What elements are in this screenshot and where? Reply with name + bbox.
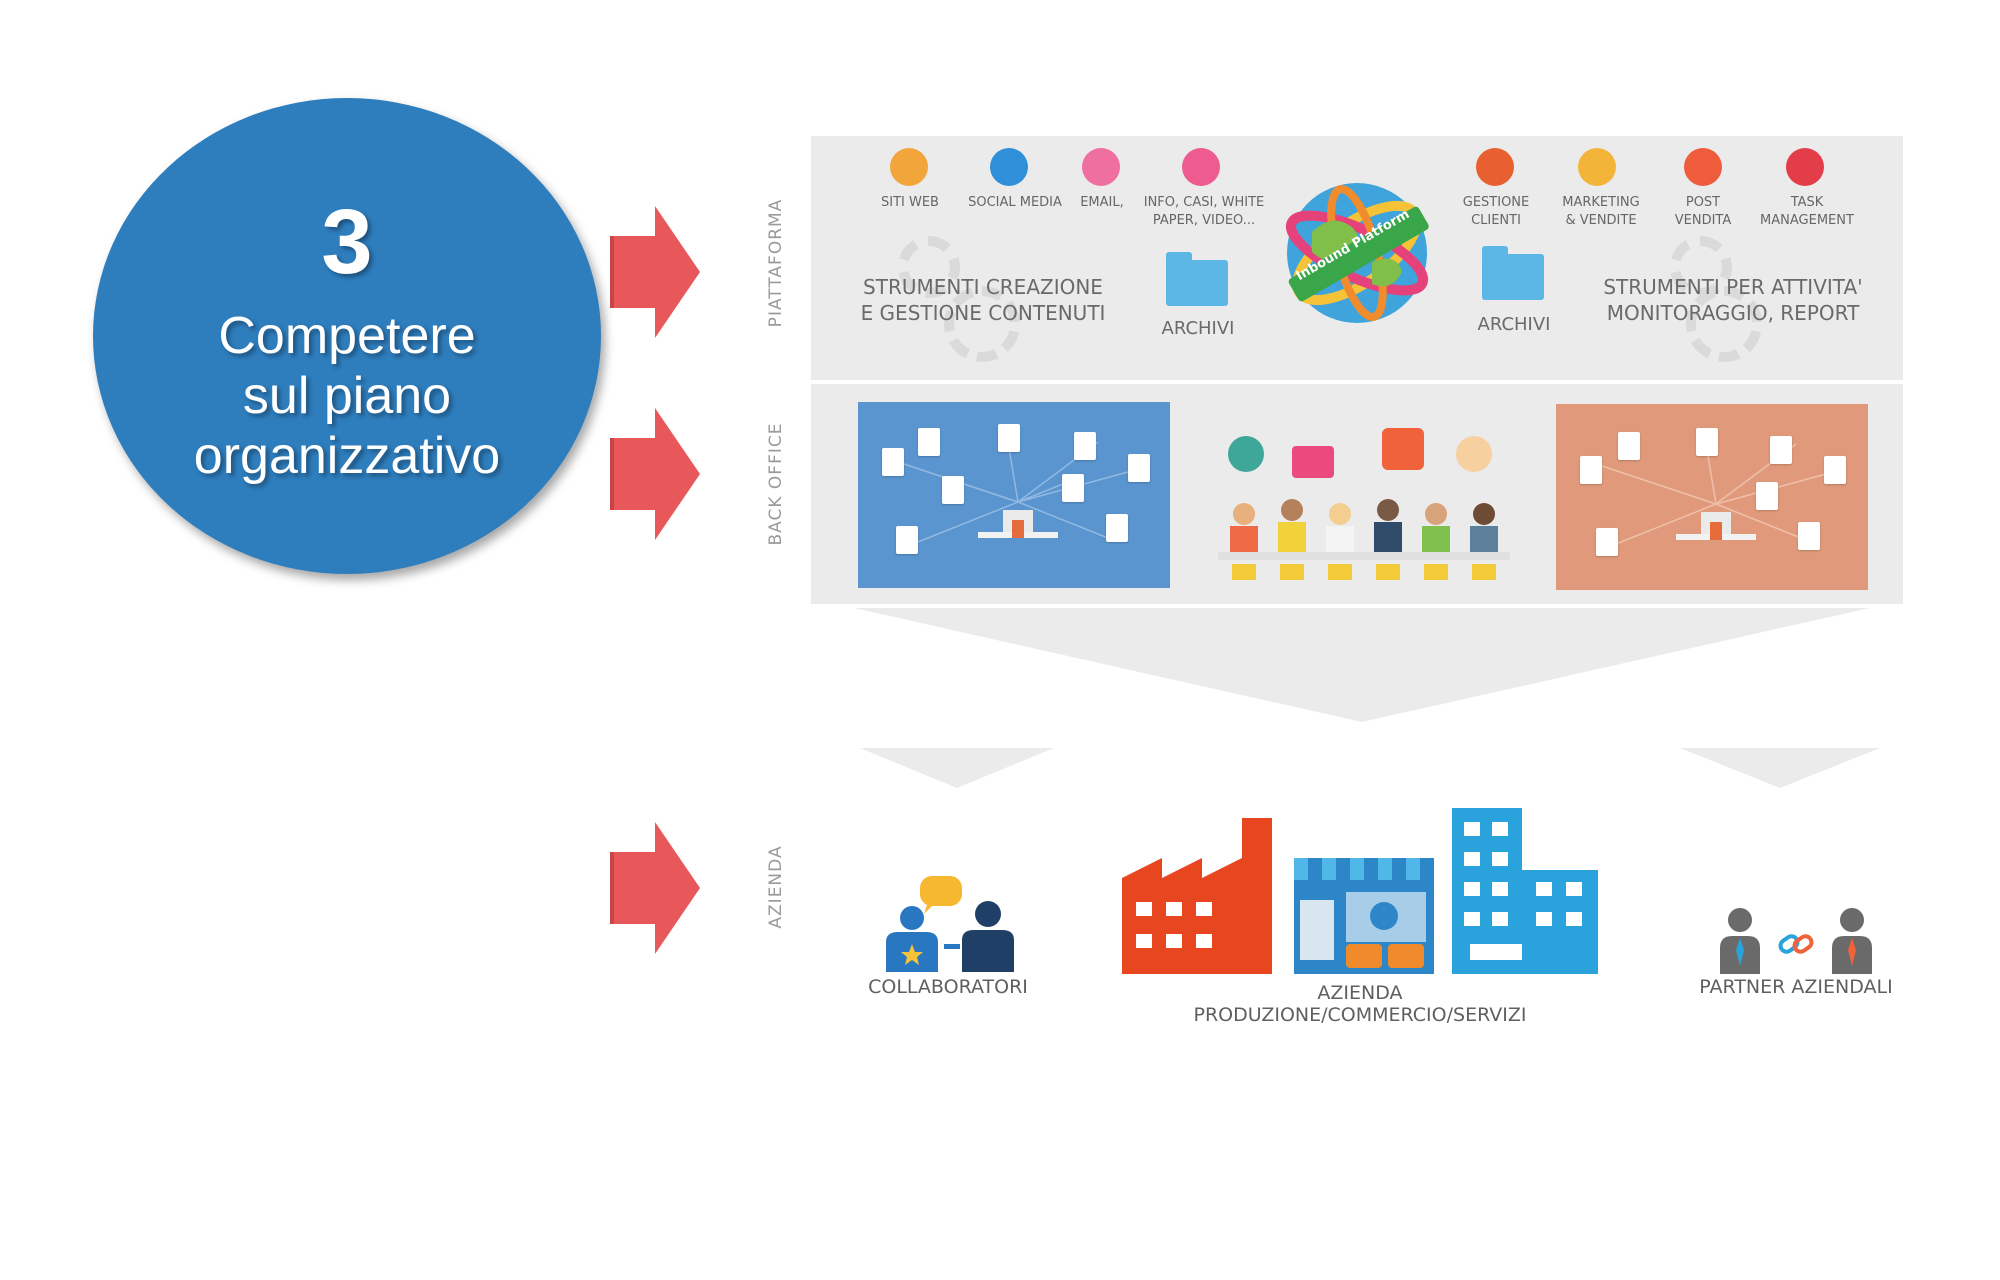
folder-icon <box>1166 252 1228 306</box>
arrow-piattaforma-icon <box>610 206 700 338</box>
company-label-line-2: PRODUZIONE/COMMERCIO/SERVIZI <box>1193 1004 1527 1026</box>
section-label-piattaforma: PIATTAFORMA <box>766 198 786 328</box>
tool-label-post-vendita: POST VENDITA <box>1674 195 1732 228</box>
social-media-icon <box>990 148 1028 186</box>
archive-right-label: ARCHIVI <box>1477 314 1551 335</box>
title-line-3: organizzativo <box>193 427 501 485</box>
marketing-icon <box>1578 148 1616 186</box>
archive-left-label: ARCHIVI <box>1161 318 1235 339</box>
step-number: 3 <box>321 191 373 293</box>
gauge-icon <box>1786 148 1824 186</box>
folder-icon <box>1482 246 1544 300</box>
tool-label-info: INFO, CASI, WHITE PAPER, VIDEO... <box>1143 195 1265 228</box>
partners-icon <box>1720 908 1872 974</box>
title-circle <box>93 98 601 574</box>
partners-label: PARTNER AZIENDALI <box>1699 976 1893 998</box>
collaborators-icon <box>886 876 1014 972</box>
title-line-1: Competere <box>218 307 476 365</box>
chevron-down-icon <box>860 748 1054 788</box>
company-buildings-icon <box>1122 808 1598 974</box>
chevron-down-icon <box>1680 748 1880 788</box>
section-label-back-office: BACK OFFICE <box>766 422 786 546</box>
gear-icon <box>898 236 960 298</box>
collaborators-label: COLLABORATORI <box>868 976 1028 998</box>
gear-icon <box>944 286 1020 362</box>
globe-icon <box>1285 183 1429 323</box>
tool-label-social-media: SOCIAL MEDIA <box>968 195 1062 210</box>
customers-icon <box>1476 148 1514 186</box>
back-office-salmon-card <box>1556 404 1868 590</box>
tool-label-marketing: MARKETING & VENDITE <box>1562 195 1640 228</box>
gear-icon <box>1686 286 1762 362</box>
team-meeting-icon <box>1218 428 1510 580</box>
back-office-blue-card <box>858 402 1170 588</box>
tool-label-siti-web: SITI WEB <box>881 195 939 210</box>
monitoring-tools-title: STRUMENTI PER ATTIVITA' MONITORAGGIO, RE… <box>1603 275 1863 325</box>
arrow-back-office-icon <box>610 408 700 540</box>
company-label-line-1: AZIENDA <box>1317 982 1403 1004</box>
email-icon <box>1082 148 1120 186</box>
title-line-2: sul piano <box>242 367 452 425</box>
content-tools-title: STRUMENTI CREAZIONE E GESTIONE CONTENUTI <box>860 275 1106 325</box>
video-icon <box>1182 148 1220 186</box>
funnel-icon <box>854 608 1870 722</box>
tool-label-gestione-clienti: GESTIONE CLIENTI <box>1462 195 1530 228</box>
tool-label-email: EMAIL, <box>1080 195 1124 210</box>
website-icon <box>890 148 928 186</box>
handshake-icon <box>1684 148 1722 186</box>
section-label-azienda: AZIENDA <box>766 845 786 929</box>
arrow-azienda-icon <box>610 822 700 954</box>
tool-label-task-management: TASK MANAGEMENT <box>1760 195 1854 228</box>
